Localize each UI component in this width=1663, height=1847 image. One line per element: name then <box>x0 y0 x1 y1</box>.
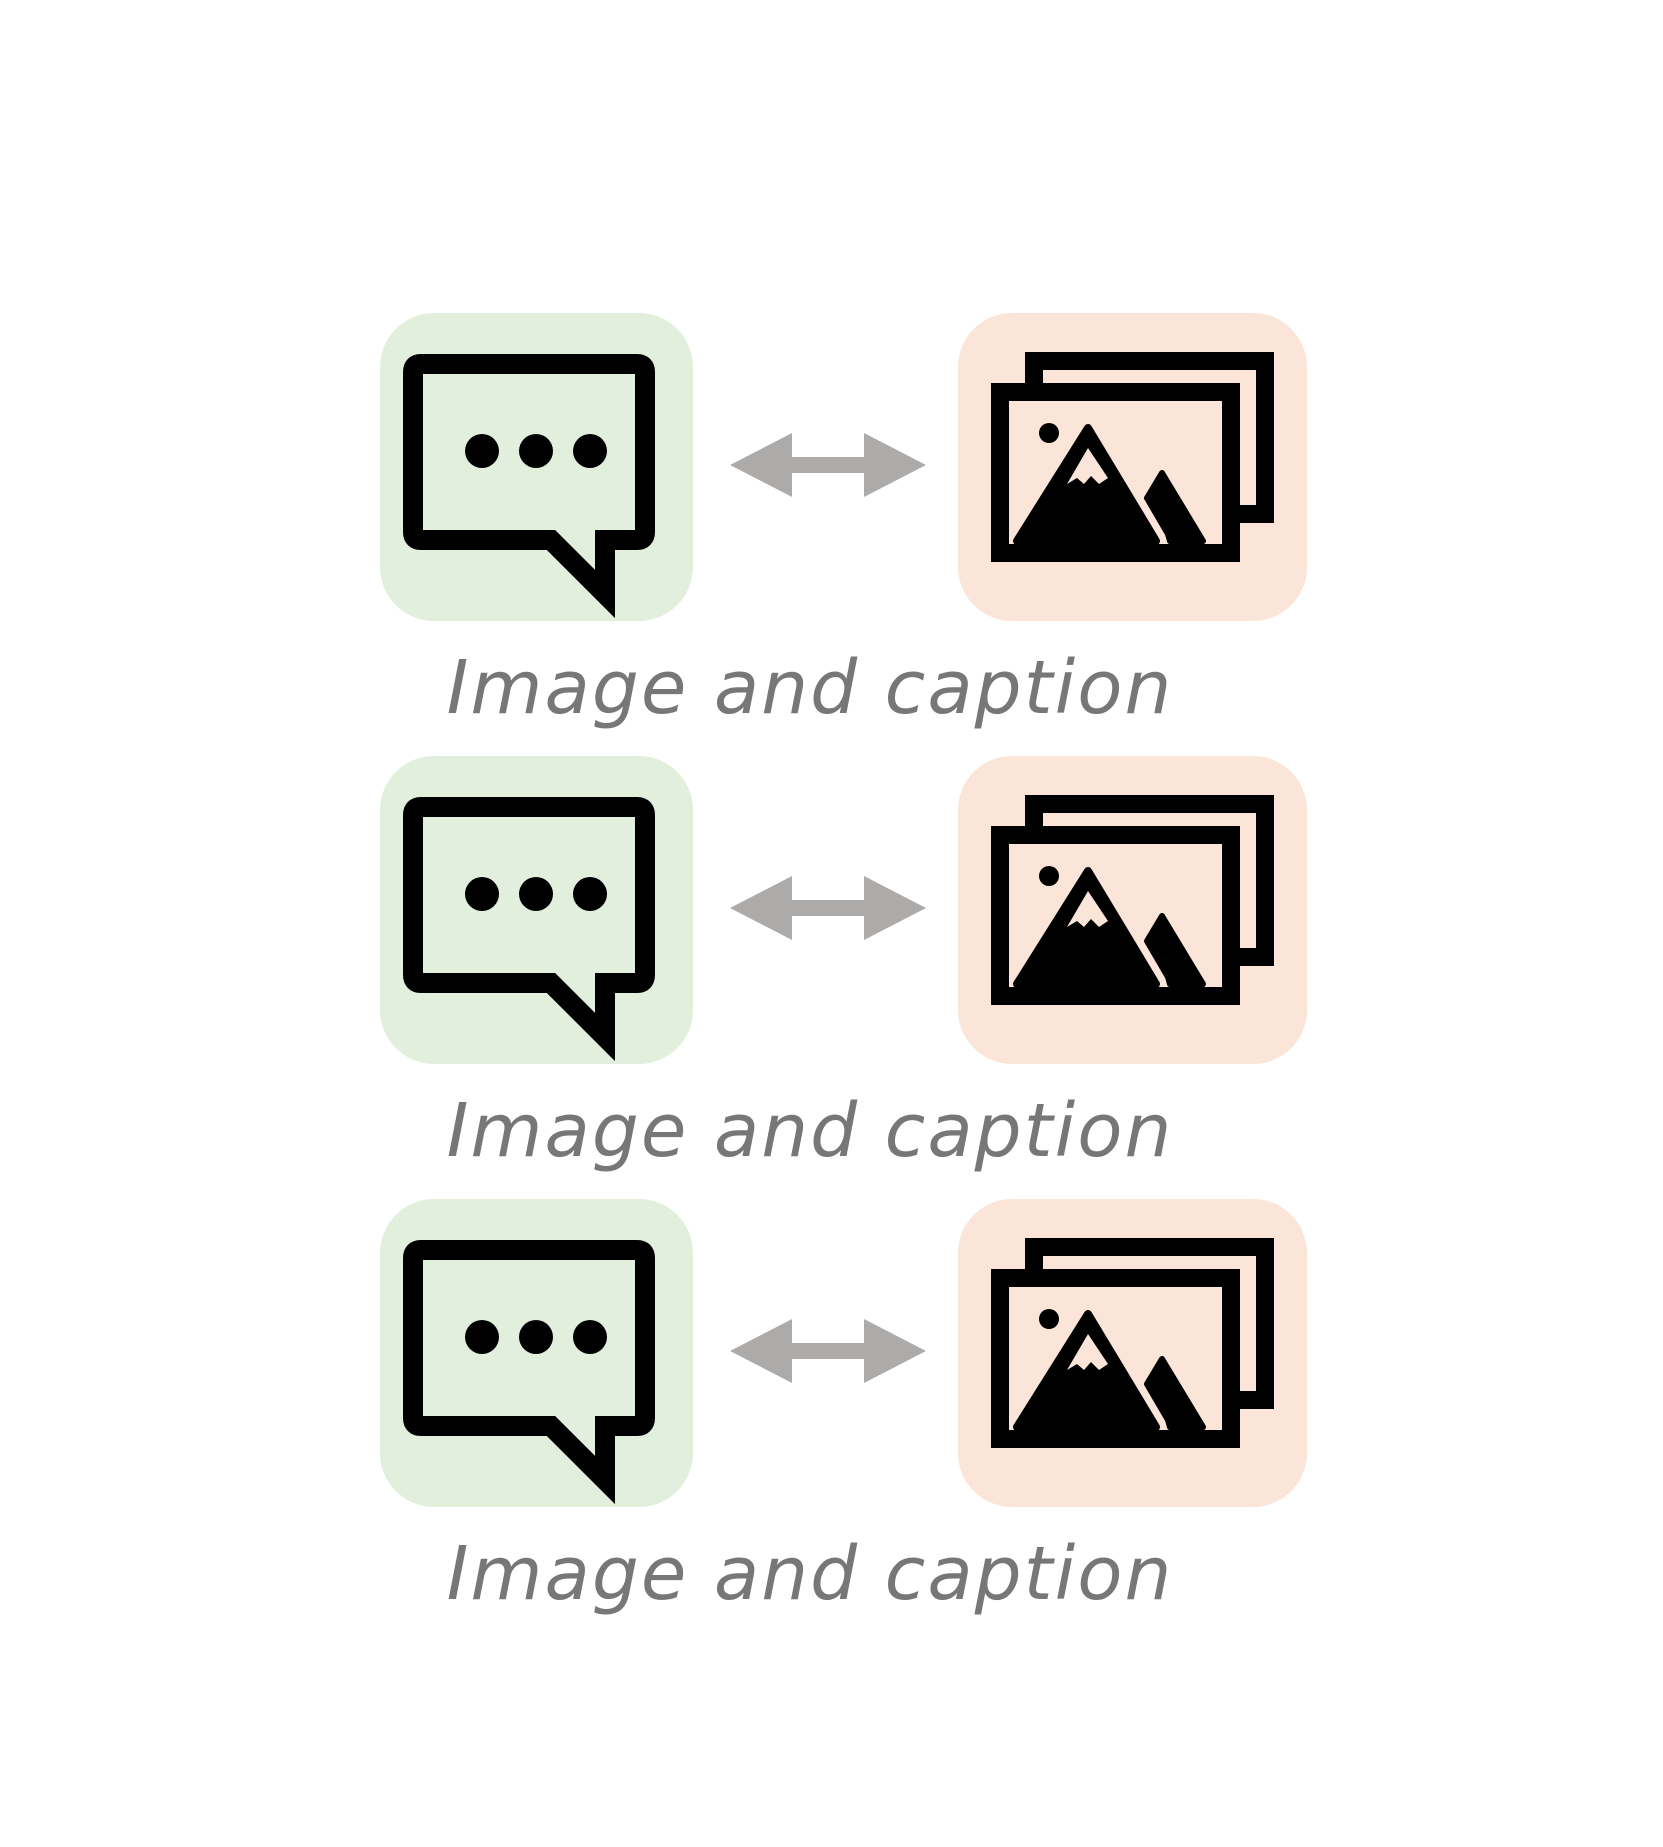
image-caption-pair: Image and caption <box>0 756 1663 1196</box>
image-tile <box>958 756 1307 1064</box>
image-gallery-icon <box>991 352 1274 562</box>
double-arrow-icon <box>730 1319 926 1383</box>
image-caption-pair: Image and caption <box>0 313 1663 753</box>
text-tile <box>380 313 693 621</box>
image-tile <box>958 1199 1307 1507</box>
double-arrow-icon <box>730 876 926 940</box>
text-tile <box>380 756 693 1064</box>
image-gallery-icon <box>991 795 1274 1005</box>
caption: Image and caption <box>446 1088 1174 1174</box>
image-gallery-icon <box>991 1238 1274 1448</box>
double-arrow-icon <box>730 433 926 497</box>
caption: Image and caption <box>446 645 1174 731</box>
speech-bubble-icon <box>403 797 655 1062</box>
image-tile <box>958 313 1307 621</box>
text-tile <box>380 1199 693 1507</box>
image-caption-pair: Image and caption <box>0 1199 1663 1639</box>
speech-bubble-icon <box>403 354 655 619</box>
speech-bubble-icon <box>403 1240 655 1505</box>
caption: Image and caption <box>446 1531 1174 1617</box>
